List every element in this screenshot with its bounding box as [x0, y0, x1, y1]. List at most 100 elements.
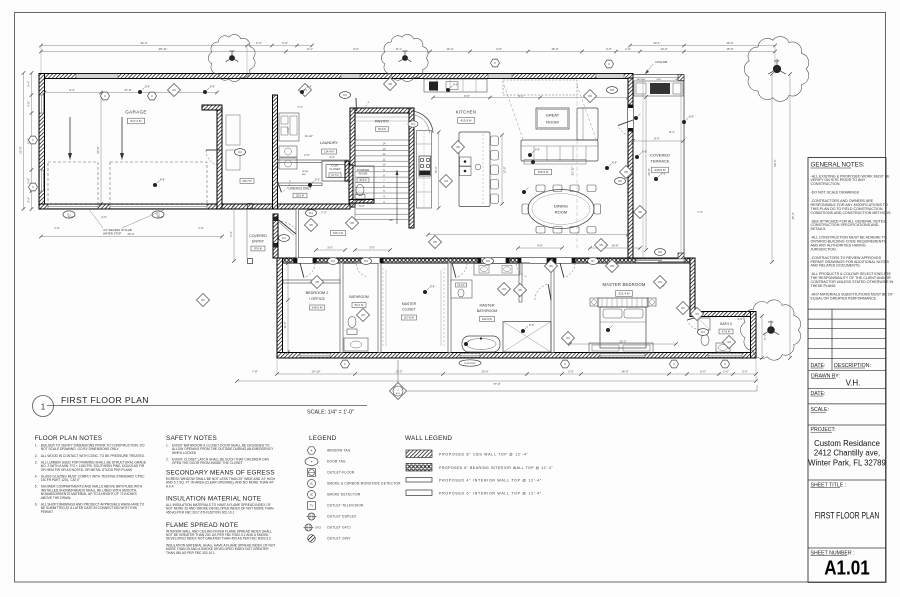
svg-text:4'-6": 4'-6" [537, 244, 543, 248]
svg-text:1: 1 [41, 403, 46, 412]
svg-text:EQUAL OR GREATER PERFORMANCE.: EQUAL OR GREATER PERFORMANCE. [811, 296, 878, 300]
svg-text:W3: W3 [727, 341, 731, 344]
svg-text:W6: W6 [588, 95, 592, 98]
svg-text:WALL LEGEND: WALL LEGEND [405, 435, 452, 442]
svg-text:9'-1": 9'-1" [307, 47, 313, 51]
svg-text:D4: D4 [309, 211, 313, 215]
svg-text:ALL SHOP DRAWINGS AND PRODUCT: ALL SHOP DRAWINGS AND PRODUCT APPROVALS … [41, 502, 145, 506]
svg-text:15'-6": 15'-6" [726, 47, 733, 51]
svg-text:SCALE: 1/4" = 1'-0": SCALE: 1/4" = 1'-0" [307, 410, 354, 416]
svg-text:30.8 ft²: 30.8 ft² [359, 179, 367, 182]
svg-text:7'-3": 7'-3" [321, 211, 327, 215]
svg-text:EVERY BATHROOM & CLOSET DOOR S: EVERY BATHROOM & CLOSET DOOR SHALL BE DE… [172, 444, 270, 448]
svg-text:DETAILS.: DETAILS. [811, 227, 827, 231]
svg-text:ROOM: ROOM [555, 210, 567, 215]
svg-text:NOT BE GREATER THAN 200. AS PE: NOT BE GREATER THAN 200. AS PER FBC R302… [166, 533, 270, 537]
svg-text:PROPOSED 6" INTERIOR WALL TOP: PROPOSED 6" INTERIOR WALL TOP @ 12'-4" [439, 492, 542, 496]
svg-text:LEGEND: LEGEND [309, 435, 337, 442]
svg-text:FIRST FLOOR PLAN: FIRST FLOOR PLAN [61, 395, 149, 405]
svg-text:9'-4": 9'-4" [27, 138, 31, 144]
svg-text:BATHROOM: BATHROOM [349, 295, 369, 299]
svg-text:8: 8 [383, 173, 385, 177]
svg-text:W5: W5 [549, 265, 553, 268]
svg-text:CONDITIONS AND CONSTRUCTION ME: CONDITIONS AND CONSTRUCTION METHODS. [811, 211, 892, 215]
svg-text:4.: 4. [35, 474, 38, 478]
svg-text:34'-4": 34'-4" [140, 41, 147, 45]
svg-text:8'-4": 8'-4" [774, 59, 780, 63]
svg-text:4'-0": 4'-0" [329, 155, 335, 159]
svg-text:14'-10": 14'-10" [312, 369, 321, 373]
svg-text:29'-6": 29'-6" [773, 159, 777, 166]
svg-text:BATHROOM: BATHROOM [477, 309, 498, 313]
svg-text:6.: 6. [35, 502, 38, 506]
svg-text:DEVELOPED INDEX NOT GREATER TH: DEVELOPED INDEX NOT GREATER THAN 450 AS … [166, 537, 271, 541]
svg-text:OUTLET-TELEVISION: OUTLET-TELEVISION [327, 504, 364, 508]
svg-text:125.7 ft²: 125.7 ft² [242, 179, 252, 183]
svg-text:CONSTRUCTION SPECIFICATIONS AN: CONSTRUCTION SPECIFICATIONS AND [811, 223, 879, 227]
svg-text:2.: 2. [166, 458, 169, 462]
svg-text:230.6 ft²: 230.6 ft² [654, 168, 665, 172]
svg-text:50.6 ft²: 50.6 ft² [378, 128, 386, 131]
svg-text:INSTALLED SHOWERHEADS SHALL BE: INSTALLED SHOWERHEADS SHALL BE LINED WIT… [41, 488, 137, 492]
svg-text:W1: W1 [695, 313, 699, 316]
svg-text:13: 13 [383, 147, 386, 151]
svg-text:W4: W4 [456, 146, 460, 149]
svg-text:A1.01: A1.01 [824, 558, 870, 580]
svg-text:-DO NOT SCALE DRAWINGS: -DO NOT SCALE DRAWINGS [811, 191, 860, 195]
svg-text:22.1 ft²: 22.1 ft² [457, 284, 464, 287]
svg-text:415.9 ft²: 415.9 ft² [460, 119, 471, 123]
svg-text:3: 3 [383, 200, 385, 204]
svg-text:SMOKE DETECTOR: SMOKE DETECTOR [327, 493, 361, 497]
svg-text:D3: D3 [343, 93, 347, 97]
svg-text:14: 14 [383, 142, 386, 146]
svg-text:GRILL: GRILL [656, 79, 661, 81]
svg-text:5: 5 [383, 189, 385, 193]
svg-text:OPEN THE DOOR FROM INSIDE THE: OPEN THE DOOR FROM INSIDE THE CLOSET [172, 461, 243, 465]
svg-text:ABOVE THE DRAIN.: ABOVE THE DRAIN. [41, 496, 72, 500]
svg-text:1: 1 [397, 389, 399, 392]
svg-text:W1: W1 [658, 281, 662, 284]
svg-text:8'-6": 8'-6" [145, 85, 150, 89]
svg-text:6'-3": 6'-3" [229, 231, 233, 237]
svg-text:W6: W6 [624, 171, 628, 174]
svg-text:THESE PLANS.: THESE PLANS. [811, 284, 837, 288]
svg-text:10'-0": 10'-0" [660, 47, 667, 51]
svg-text:OUTLET DUPLEX: OUTLET DUPLEX [327, 515, 357, 519]
svg-text:OUTLET-FLOOR: OUTLET-FLOOR [327, 471, 355, 475]
svg-text:50.2 ft²: 50.2 ft² [355, 303, 364, 307]
svg-text:PERMIT DRAWINGS FOR ADDITIONAL: PERMIT DRAWINGS FOR ADDITIONAL NOTES [811, 260, 890, 264]
svg-text:26'-0": 26'-0" [647, 168, 651, 175]
svg-text:16CFR PART 1201, CAT II': 16CFR PART 1201, CAT II' [41, 478, 80, 482]
svg-text:157.8 ft²: 157.8 ft² [404, 316, 414, 320]
svg-text:SHOWER COMPARTMENTS AND WALLS: SHOWER COMPARTMENTS AND WALLS ABOVE BATH… [41, 485, 143, 489]
svg-text:3/4" RECESS IN SLAB: 3/4" RECESS IN SLAB [103, 228, 132, 232]
svg-text:D8: D8 [610, 88, 614, 92]
svg-text:7: 7 [383, 179, 385, 183]
svg-text:8'-6": 8'-6" [430, 285, 435, 289]
svg-text:D6: D6 [486, 259, 490, 263]
svg-text:DINING: DINING [554, 204, 568, 209]
svg-text:W1: W1 [201, 299, 205, 302]
svg-text:#: # [32, 138, 34, 142]
svg-text:INSULATION MATERIAL SHALL HAVE: INSULATION MATERIAL SHALL HAVE A FLAME S… [166, 544, 275, 548]
svg-text:11'-10": 11'-10" [305, 134, 313, 138]
svg-text:NONABSORBENTS MATERIAL UP TO A: NONABSORBENTS MATERIAL UP TO A HEIGHT OF… [41, 492, 138, 496]
svg-text:2.: 2. [35, 454, 38, 458]
svg-text:BUILDER TO VERIFY DIMENSIONS P: BUILDER TO VERIFY DIMENSIONS PRIOR TO CO… [41, 444, 145, 448]
svg-text:D1: D1 [282, 236, 286, 240]
svg-text:INSULATION MATERIAL NOTE: INSULATION MATERIAL NOTE [166, 496, 261, 503]
svg-text:COVERED: COVERED [650, 153, 670, 158]
svg-text:22'-0": 22'-0" [19, 146, 23, 153]
svg-text:-ALL EXISTING & PROPOSED WORK: -ALL EXISTING & PROPOSED WORK MUST BE [811, 174, 891, 178]
svg-text:MASTER BEDROOM: MASTER BEDROOM [602, 282, 645, 287]
svg-text:2'-0": 2'-0" [101, 215, 107, 219]
svg-text:5'-0": 5'-0" [359, 204, 365, 208]
svg-text:GENERAL NOTES:: GENERAL NOTES: [811, 162, 865, 169]
svg-text:8'-6": 8'-6" [315, 178, 320, 182]
svg-text:GFCI: GFCI [315, 526, 321, 530]
svg-text:HOSE BIB: HOSE BIB [655, 60, 668, 64]
svg-text:TV: TV [310, 504, 314, 508]
svg-text:#: # [344, 362, 346, 366]
svg-text:DATE:: DATE: [811, 363, 826, 369]
svg-text:SCALE:: SCALE: [811, 407, 829, 413]
